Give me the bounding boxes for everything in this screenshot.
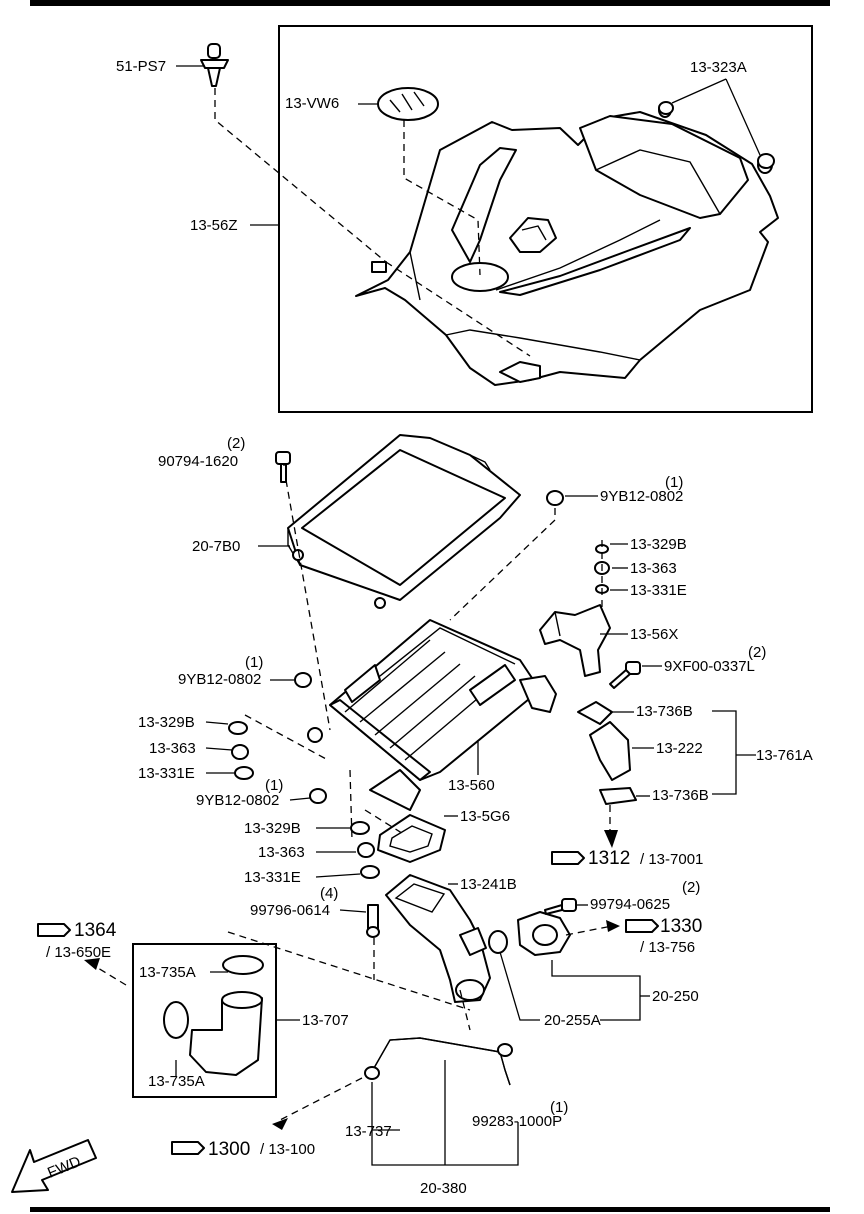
label-9xf00-0337l: 9XF00-0337L bbox=[664, 658, 755, 675]
label-13-761a: 13-761A bbox=[756, 747, 813, 764]
label-13-735a-top: 13-735A bbox=[139, 964, 196, 981]
valve-20-250 bbox=[517, 911, 571, 956]
label-13-329b-r: 13-329B bbox=[630, 536, 687, 553]
ref-arrow-1364 bbox=[84, 958, 100, 970]
nut-9yb12-mid-icon bbox=[294, 672, 312, 688]
label-13-331e-r: 13-331E bbox=[630, 582, 687, 599]
fwd-arrow-icon: FWD bbox=[11, 1139, 97, 1193]
intercooler-13-560 bbox=[307, 619, 557, 811]
bottom-rule bbox=[30, 1207, 830, 1212]
washer-13-331e-c-icon bbox=[360, 865, 380, 879]
label-13-736b-top: 13-736B bbox=[636, 703, 693, 720]
nut-9yb12-top-icon bbox=[546, 490, 564, 506]
hose-13-761a bbox=[577, 701, 637, 805]
qty-9yb12-top: (1) bbox=[665, 474, 683, 491]
label-13-363-l: 13-363 bbox=[149, 740, 196, 757]
label-13-737: 13-737 bbox=[345, 1123, 392, 1140]
ref-1300-number[interactable]: 1300 bbox=[208, 1139, 250, 1160]
label-20-380: 20-380 bbox=[420, 1180, 467, 1197]
label-13-707: 13-707 bbox=[302, 1012, 349, 1029]
label-13-363-c: 13-363 bbox=[258, 844, 305, 861]
qty-90794: (2) bbox=[227, 435, 245, 452]
label-51-ps7: 51-PS7 bbox=[116, 58, 166, 75]
label-13-363-r: 13-363 bbox=[630, 560, 677, 577]
qty-99283: (1) bbox=[550, 1099, 568, 1116]
label-13-241b: 13-241B bbox=[460, 876, 517, 893]
qty-99796: (4) bbox=[320, 885, 338, 902]
label-90794-1620: 90794-1620 bbox=[158, 453, 238, 470]
ref-1364-number[interactable]: 1364 bbox=[74, 920, 117, 941]
label-13-56x: 13-56X bbox=[630, 626, 678, 643]
ref-1330-number[interactable]: 1330 bbox=[660, 916, 702, 937]
engine-cover-illustration bbox=[355, 102, 779, 386]
label-9yb12-mid: 9YB12-0802 bbox=[178, 671, 261, 688]
bolt-9xf00-icon bbox=[609, 661, 641, 689]
label-13-560: 13-560 bbox=[448, 777, 495, 794]
washer-13-329b-c-icon bbox=[350, 821, 370, 835]
label-13-331e-l: 13-331E bbox=[138, 765, 195, 782]
label-13-331e-c: 13-331E bbox=[244, 869, 301, 886]
grommet-13-363-c-icon bbox=[357, 842, 375, 858]
label-9yb12-low: 9YB12-0802 bbox=[196, 792, 279, 809]
gasket-13-5g6 bbox=[377, 814, 446, 863]
qty-99794: (2) bbox=[682, 879, 700, 896]
ref-1364-sub: / 13-650E bbox=[46, 944, 111, 961]
ref-1312-sub: / 13-7001 bbox=[640, 851, 703, 868]
qty-9xf00: (2) bbox=[748, 644, 766, 661]
label-13-735a-bottom: 13-735A bbox=[148, 1073, 205, 1090]
qty-9yb12-mid: (1) bbox=[245, 654, 263, 671]
ref-1312-number[interactable]: 1312 bbox=[588, 848, 630, 869]
intercooler-cover-20-7b0 bbox=[287, 434, 521, 609]
grommet-13-363-l-icon bbox=[231, 744, 249, 760]
bolt-99796-icon bbox=[366, 904, 380, 938]
hose-13-707 bbox=[163, 955, 264, 1076]
ref-arrow-1300 bbox=[272, 1118, 288, 1130]
pipe-20-380 bbox=[364, 1037, 513, 1086]
label-13-vw6: 13-VW6 bbox=[285, 95, 339, 112]
label-99794-0625: 99794-0625 bbox=[590, 896, 670, 913]
nut-13-323a-icon bbox=[658, 101, 775, 169]
washer-13-329b-l-icon bbox=[228, 721, 248, 735]
bracket-13-56x bbox=[539, 604, 611, 677]
hand-pointer-icon bbox=[37, 851, 659, 1155]
label-13-222: 13-222 bbox=[656, 740, 703, 757]
gasket-20-255a-icon bbox=[488, 930, 508, 954]
top-rule bbox=[30, 0, 830, 6]
label-20-7b0: 20-7B0 bbox=[192, 538, 240, 555]
nut-9yb12-low-icon bbox=[309, 788, 327, 804]
label-13-5g6: 13-5G6 bbox=[460, 808, 510, 825]
qty-9yb12-low: (1) bbox=[265, 777, 283, 794]
label-13-56z: 13-56Z bbox=[190, 217, 238, 234]
label-13-323a: 13-323A bbox=[690, 59, 747, 76]
clip-51-ps7-icon bbox=[200, 43, 229, 87]
ref-1330-sub: / 13-756 bbox=[640, 939, 695, 956]
label-99283-1000p: 99283-1000P bbox=[472, 1113, 562, 1130]
label-99796-0614: 99796-0614 bbox=[250, 902, 330, 919]
label-13-736b-bottom: 13-736B bbox=[652, 787, 709, 804]
washer-13-331e-l-icon bbox=[234, 766, 254, 780]
oil-cap-13-vw6-icon bbox=[377, 87, 439, 121]
bolt-90794-icon bbox=[275, 451, 291, 483]
duct-13-241b bbox=[385, 874, 491, 1003]
bolt-99794-icon bbox=[544, 898, 577, 915]
label-13-329b-l: 13-329B bbox=[138, 714, 195, 731]
ref-arrow-1312 bbox=[604, 830, 618, 848]
label-13-329b-c: 13-329B bbox=[244, 820, 301, 837]
engine-cover-frame bbox=[278, 25, 813, 413]
ref-1300-sub: / 13-100 bbox=[260, 1141, 315, 1158]
label-20-255a: 20-255A bbox=[544, 1012, 601, 1029]
ref-arrow-1330 bbox=[606, 920, 620, 932]
label-9yb12-top: 9YB12-0802 bbox=[600, 488, 683, 505]
label-20-250: 20-250 bbox=[652, 988, 699, 1005]
